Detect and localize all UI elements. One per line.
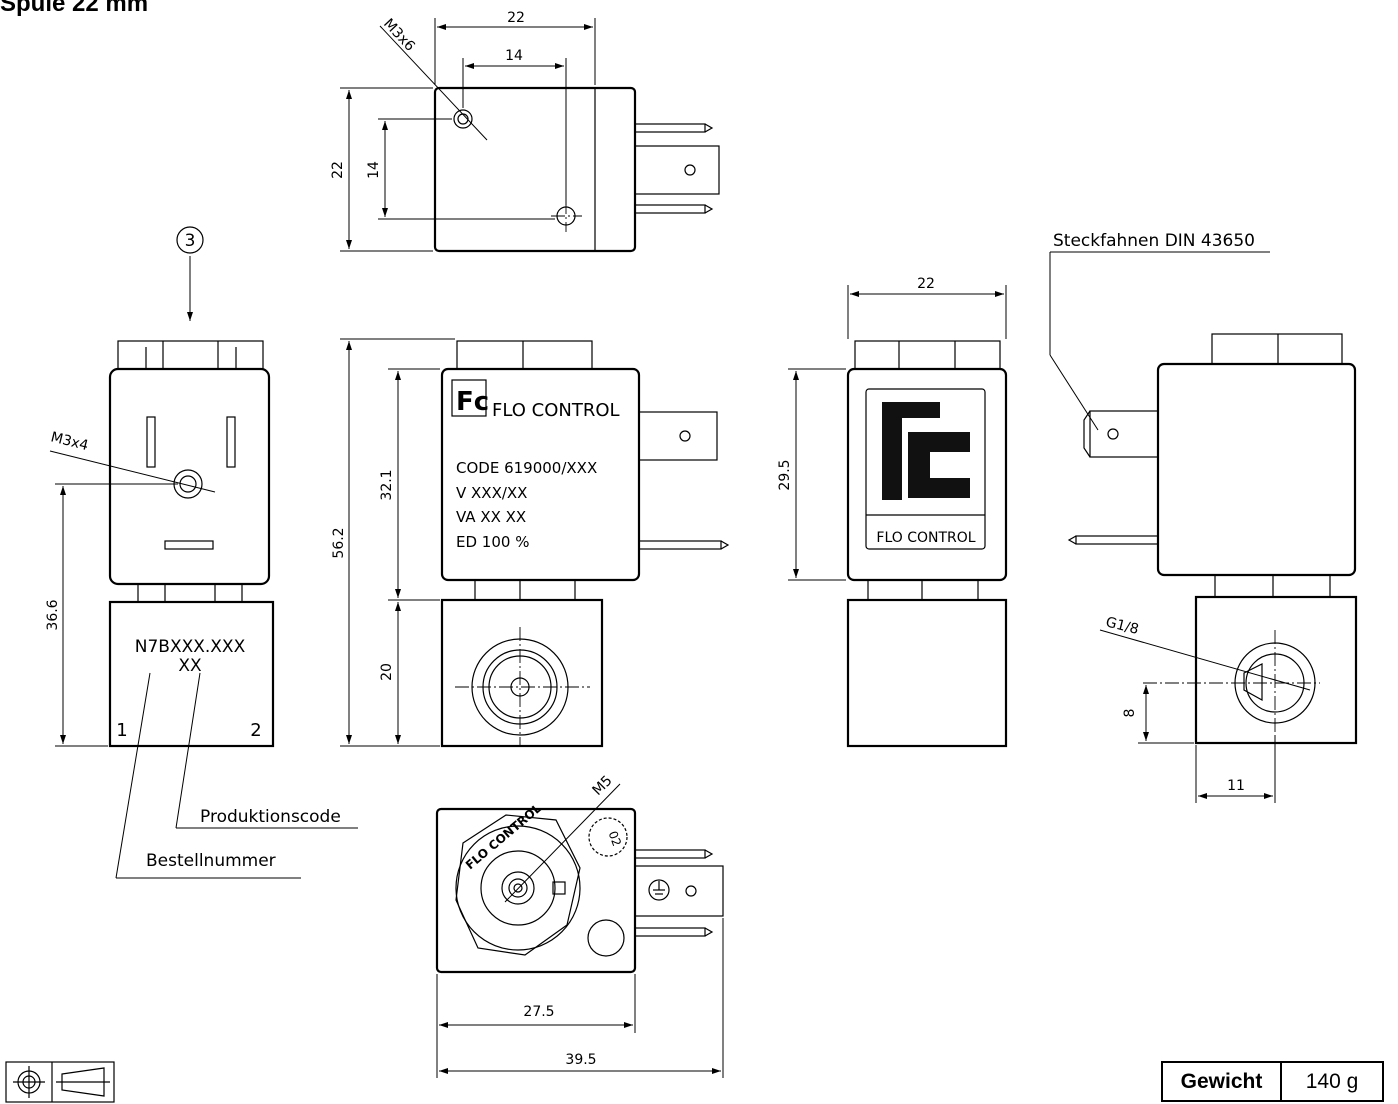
tabs-callout: Steckfahnen DIN 43650 <box>1053 231 1255 251</box>
company-logo-icon: Fc <box>451 379 489 417</box>
weight-label: Gewicht <box>1161 1061 1282 1102</box>
back-label-brand: FLO CONTROL <box>876 530 975 546</box>
dim-back-width: 22 <box>917 276 935 292</box>
port-1-label: 1 <box>116 720 127 741</box>
side-view: Fc <box>340 338 730 748</box>
production-code-callout: Produktionscode <box>200 807 341 827</box>
thread-front-label: M3x4 <box>49 429 90 454</box>
nut-text: FLO CONTROL <box>463 801 544 872</box>
order-code-marking: N7BXXX.XXX <box>135 637 246 657</box>
dim-bottom-width-1: 27.5 <box>523 1004 554 1020</box>
right-view <box>1049 251 1358 803</box>
page-title: Spule 22 mm <box>0 0 149 17</box>
company-logo-icon <box>882 402 970 500</box>
dim-front-height: 36.6 <box>45 599 61 630</box>
port-2-label: 2 <box>250 720 261 741</box>
dim-back-height: 29.5 <box>777 459 793 490</box>
dim-side-body-height: 20 <box>379 663 395 681</box>
label-code: CODE 619000/XXX <box>456 459 597 477</box>
weight-value: 140 g <box>1280 1061 1384 1102</box>
date-stamp: 02 <box>606 829 624 848</box>
weight-table: Gewicht 140 g <box>1161 1061 1384 1102</box>
dim-port-offset: 11 <box>1227 778 1245 794</box>
back-view <box>788 285 1008 748</box>
thread-port-label: G1/8 <box>1104 614 1140 638</box>
production-marking: XX <box>178 656 202 676</box>
view-number: 3 <box>185 231 196 251</box>
bottom-view <box>435 783 724 1078</box>
dim-top-hole-spacing-x: 14 <box>505 48 523 64</box>
label-brand: FLO CONTROL <box>492 400 620 421</box>
dim-top-hole-spacing-y: 14 <box>366 161 382 179</box>
dim-port-height: 8 <box>1122 709 1138 718</box>
thread-bottom-label: M5 <box>590 773 616 799</box>
label-power: VA XX XX <box>456 508 526 526</box>
dim-top-height: 22 <box>330 161 346 179</box>
earth-symbol-icon <box>648 879 670 901</box>
first-angle-projection-icon <box>5 1061 115 1103</box>
order-number-callout: Bestellnummer <box>146 851 276 871</box>
label-duty: ED 100 % <box>456 533 529 551</box>
thread-top-label: M3x6 <box>380 16 418 55</box>
dim-top-width: 22 <box>507 10 525 26</box>
dim-side-coil-height: 32.1 <box>379 469 395 500</box>
dim-side-total-height: 56.2 <box>331 527 347 558</box>
svg-text:Fc: Fc <box>456 387 489 417</box>
front-view <box>49 226 358 879</box>
label-voltage: V XXX/XX <box>456 484 527 502</box>
dim-bottom-width-2: 39.5 <box>565 1052 596 1068</box>
top-view <box>340 18 720 253</box>
